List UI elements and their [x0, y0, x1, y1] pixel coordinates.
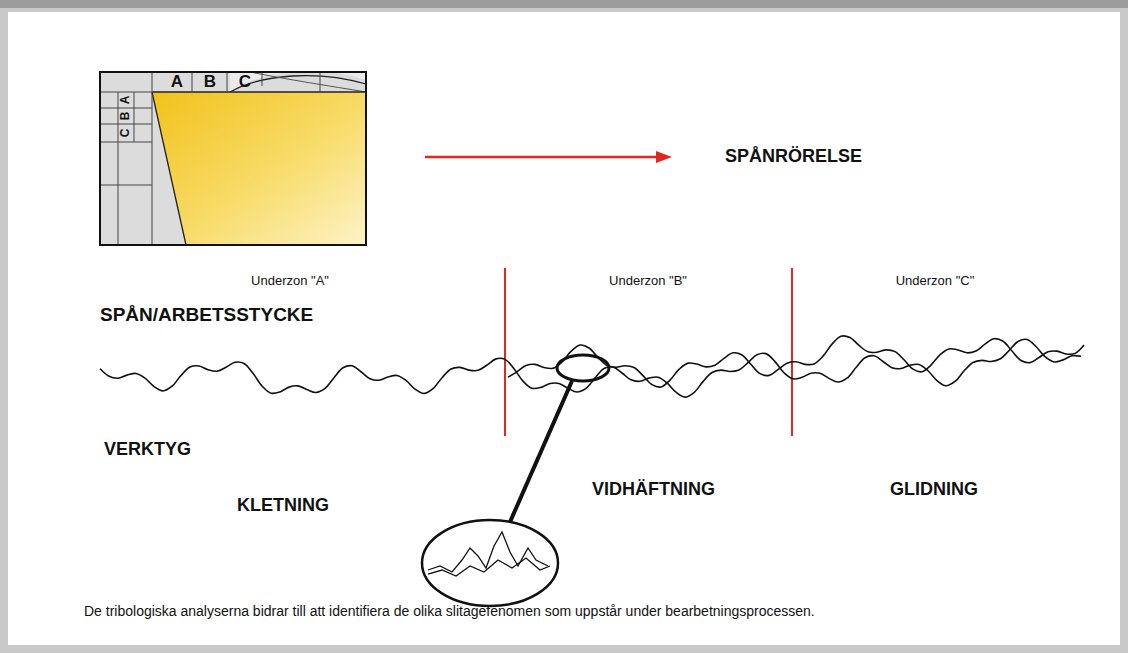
part-label: VERKTYG	[104, 440, 191, 460]
magnifier	[422, 355, 609, 606]
top-bar	[0, 0, 1128, 8]
subzone-label: Underzon "B"	[609, 274, 687, 288]
zone-letter: C	[119, 129, 132, 138]
wear-label: KLETNING	[237, 496, 329, 516]
profile-detail	[428, 532, 548, 572]
profile-detail	[428, 558, 550, 576]
caption: De tribologiska analyserna bidrar till a…	[84, 604, 815, 619]
zone-letter: C	[239, 73, 251, 92]
zone-divider	[791, 268, 793, 436]
zone-divider	[504, 268, 506, 436]
profile-line	[508, 336, 1084, 387]
surface-profiles	[100, 336, 1084, 397]
chip-arrow	[425, 151, 672, 163]
profile-line	[100, 339, 1081, 397]
panel	[8, 12, 1120, 645]
wear-label: GLIDNING	[890, 480, 978, 500]
zone-letter: B	[119, 112, 132, 121]
part-label: SPÅN/ARBETSSTYCKE	[100, 305, 313, 326]
motion-label: SPÅNRÖRELSE	[725, 147, 862, 167]
subzone-label: Underzon "C"	[896, 274, 975, 288]
wear-label: VIDHÄFTNING	[592, 480, 715, 500]
subzone-label: Underzon "A"	[251, 274, 329, 288]
tool-inset	[100, 71, 366, 245]
zone-letter: B	[204, 73, 216, 92]
zone-letter: A	[171, 73, 183, 92]
zone-letter: A	[119, 96, 132, 105]
